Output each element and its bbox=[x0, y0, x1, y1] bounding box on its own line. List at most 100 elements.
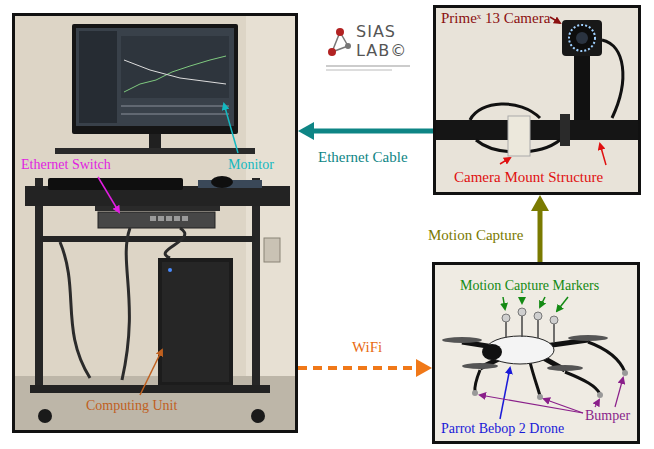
arrow-head bbox=[531, 195, 549, 211]
drawn-line bbox=[140, 350, 162, 395]
workstation-photo bbox=[15, 16, 295, 430]
drawn-line bbox=[595, 400, 599, 407]
callout-label: Camera Mount Structure bbox=[454, 168, 603, 186]
drawn-line bbox=[521, 316, 523, 337]
drawn-rect bbox=[508, 116, 530, 156]
drawn-polyline bbox=[124, 60, 226, 84]
drawn-circle bbox=[502, 314, 510, 322]
drawn-rect bbox=[55, 148, 255, 154]
drawn-circle bbox=[345, 43, 351, 49]
camera-photo bbox=[436, 8, 638, 192]
photo-panel: Motion Capture MarkersParrot Bebop 2 Dro… bbox=[432, 262, 640, 444]
logo-text: SIAS LAB© bbox=[356, 22, 414, 60]
drawn-line bbox=[557, 297, 568, 311]
drawn-rect bbox=[79, 31, 117, 123]
drawn-rect bbox=[252, 178, 260, 393]
drawn-path bbox=[60, 242, 90, 378]
drawn-line bbox=[224, 104, 238, 153]
drawn-rect bbox=[48, 178, 183, 190]
callout-label: Bumper bbox=[585, 408, 630, 425]
drawn-ellipse bbox=[568, 335, 608, 341]
edge-label: WiFi bbox=[352, 338, 382, 356]
drawn-rect bbox=[436, 120, 638, 140]
drawn-line bbox=[326, 70, 392, 71]
photo-panel: MonitorEthernet SwitchComputing Unit bbox=[12, 13, 298, 433]
drawn-circle bbox=[472, 390, 478, 396]
drawn-rect bbox=[560, 114, 570, 146]
drawn-rect bbox=[574, 56, 590, 120]
drawn-rect bbox=[149, 134, 161, 148]
drawn-circle bbox=[168, 268, 172, 272]
drawn-ellipse bbox=[482, 344, 502, 360]
edge-label: Ethernet Cable bbox=[318, 148, 408, 166]
drawn-rect bbox=[150, 216, 156, 221]
callout-label: Primeˣ 13 Camera bbox=[441, 9, 550, 27]
drawn-line bbox=[121, 106, 229, 107]
drawn-rect bbox=[98, 212, 215, 228]
drawn-line bbox=[540, 297, 545, 307]
drawn-line bbox=[480, 395, 583, 413]
drawn-circle bbox=[534, 312, 542, 320]
drawn-circle bbox=[569, 25, 595, 51]
drawn-circle bbox=[336, 28, 344, 36]
arrow-head bbox=[416, 359, 432, 377]
connector-arrow bbox=[298, 359, 432, 377]
drawn-rect bbox=[264, 238, 280, 262]
drawn-line bbox=[521, 297, 523, 303]
drawn-path bbox=[530, 362, 540, 396]
arrow-head bbox=[298, 122, 314, 140]
drawn-polyline bbox=[124, 56, 226, 92]
drawn-rect bbox=[158, 216, 164, 221]
drawn-path bbox=[122, 228, 130, 380]
drawn-line bbox=[98, 177, 119, 212]
drawn-line bbox=[615, 378, 623, 407]
connector-line bbox=[298, 366, 416, 370]
drawn-rect bbox=[436, 8, 638, 192]
drawn-circle bbox=[622, 370, 628, 376]
drawn-path bbox=[602, 40, 623, 118]
drawn-line bbox=[544, 399, 583, 413]
drawn-circle bbox=[537, 394, 543, 400]
drawn-line bbox=[600, 144, 606, 165]
photo-panel: Primeˣ 13 CameraCamera Mount Structure bbox=[433, 5, 641, 195]
callout-label: Computing Unit bbox=[86, 398, 177, 415]
drawn-rect bbox=[40, 236, 255, 242]
drawn-rect bbox=[162, 262, 229, 382]
drawn-line bbox=[121, 114, 229, 115]
callout-label: Ethernet Switch bbox=[21, 157, 111, 174]
drawn-circle bbox=[550, 316, 558, 324]
drawn-ellipse bbox=[462, 363, 498, 369]
connector-line bbox=[538, 211, 543, 262]
drawn-path bbox=[165, 228, 185, 258]
drawn-path bbox=[475, 370, 480, 392]
drawn-circle bbox=[576, 32, 588, 44]
drawn-rect bbox=[15, 16, 295, 430]
edge-label: Motion Capture bbox=[428, 226, 523, 244]
drawn-rect bbox=[174, 216, 180, 221]
drawn-rect bbox=[182, 216, 188, 221]
drawn-line bbox=[500, 158, 510, 164]
callout-label: Parrot Bebop 2 Drone bbox=[441, 421, 564, 438]
drawn-rect bbox=[76, 28, 234, 126]
drawn-circle bbox=[38, 409, 52, 423]
drawn-line bbox=[503, 297, 505, 309]
drawn-rect bbox=[166, 216, 172, 221]
connector-line bbox=[314, 129, 433, 134]
drawn-rect bbox=[72, 24, 238, 134]
drawn-rect bbox=[95, 206, 220, 211]
drawn-circle bbox=[251, 409, 265, 423]
connector-arrow bbox=[531, 195, 549, 262]
drawn-line bbox=[505, 322, 507, 338]
drawn-ellipse bbox=[442, 337, 482, 343]
drawn-rect bbox=[30, 385, 270, 393]
drawn-path bbox=[588, 342, 625, 372]
drawn-rect bbox=[35, 178, 43, 393]
connector-arrow bbox=[298, 122, 433, 140]
drawn-circle bbox=[328, 48, 336, 56]
drawn-rect bbox=[435, 265, 637, 441]
drawn-line bbox=[553, 324, 555, 342]
drawn-line bbox=[500, 368, 510, 419]
